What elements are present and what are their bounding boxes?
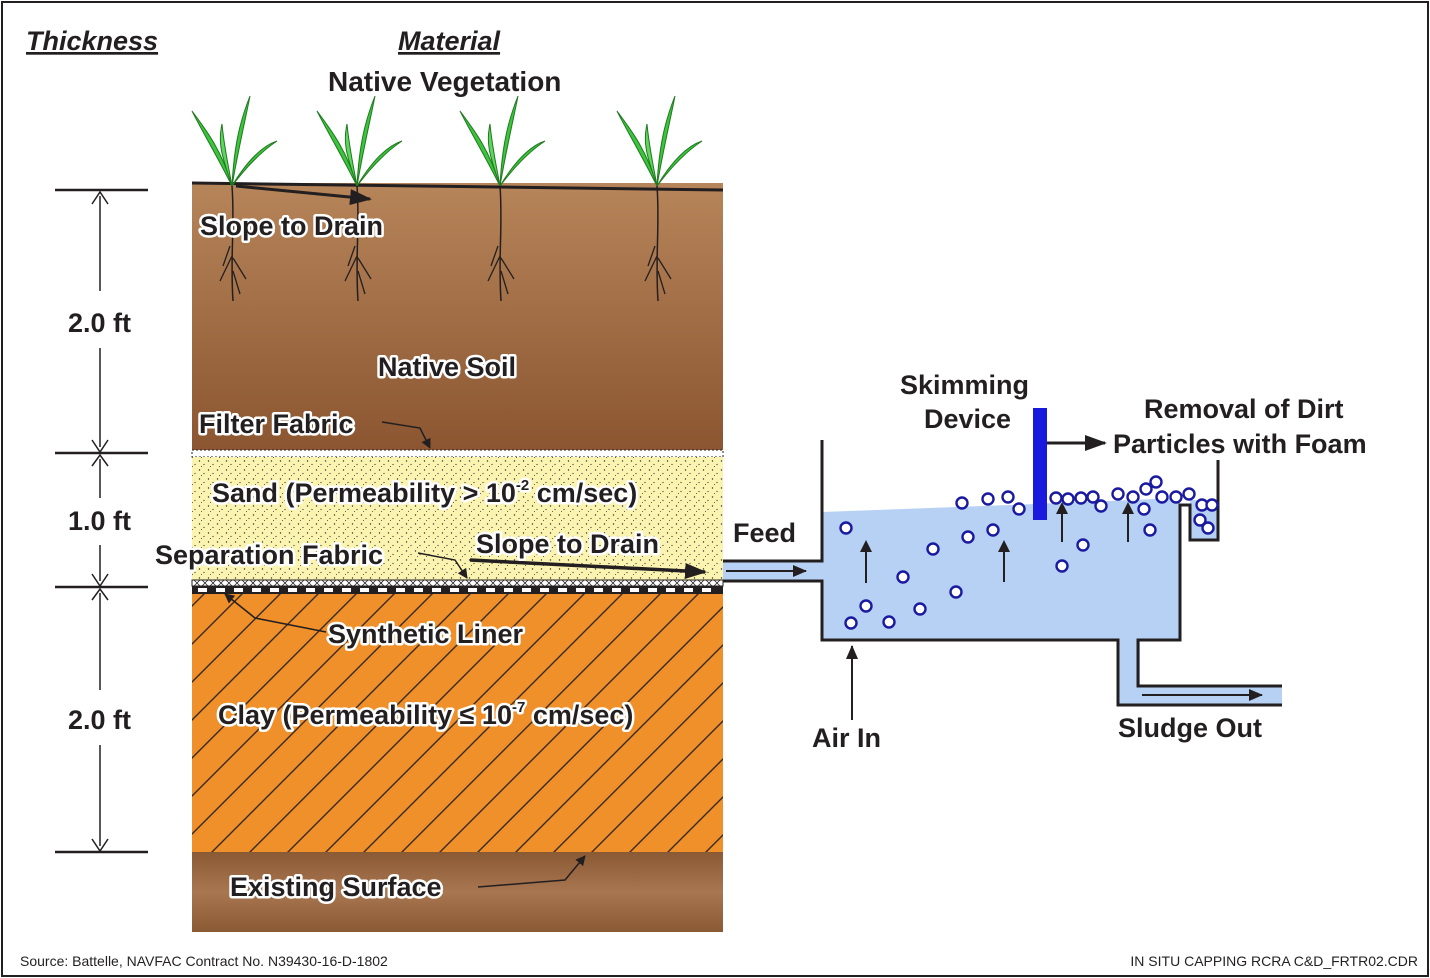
- existing-surface-leader: [477, 855, 586, 888]
- skimming-device-label-2: Device: [924, 404, 1011, 434]
- plant-2: [316, 95, 403, 302]
- slope-arrow-top: [235, 184, 372, 206]
- thickness-label-native-soil: 2.0 ft: [68, 308, 131, 338]
- sand-label: Sand (Permeability > 10-2 cm/sec): [212, 477, 637, 508]
- removal-label-2: Particles with Foam: [1113, 429, 1367, 459]
- slope-to-drain-mid-label: Slope to Drain: [476, 529, 659, 559]
- ground-surface-line: [191, 181, 724, 192]
- tank-walls: [723, 440, 1282, 707]
- removal-label-1: Removal of Dirt: [1144, 394, 1344, 424]
- feed-label: Feed: [733, 518, 796, 548]
- skimming-device: [1033, 408, 1047, 520]
- clay-label: Clay (Permeability ≤ 10-7 cm/sec): [218, 699, 633, 730]
- plant-3: [459, 95, 546, 302]
- tank-water-main: [822, 498, 1180, 640]
- plant-4: [616, 95, 703, 302]
- clay-layer: [192, 594, 723, 852]
- plant-1: [191, 95, 278, 302]
- slope-arrow-mid: [469, 558, 707, 579]
- slope-to-drain-top-label: Slope to Drain: [200, 211, 383, 241]
- file-footer: IN SITU CAPPING RCRA C&D_FRTR02.CDR: [1130, 953, 1418, 969]
- thickness-dimension-lines: [55, 188, 148, 854]
- native-soil-layer: [192, 183, 723, 453]
- native-vegetation-label: Native Vegetation: [328, 66, 561, 97]
- material-header: Material: [398, 26, 501, 56]
- thickness-label-clay: 2.0 ft: [68, 705, 131, 735]
- existing-surface-layer: [192, 852, 723, 932]
- source-footer: Source: Battelle, NAVFAC Contract No. N3…: [20, 953, 388, 969]
- filter-fabric-band: [191, 449, 724, 458]
- filter-fabric-label: Filter Fabric: [199, 409, 354, 439]
- sludge-out-label: Sludge Out: [1118, 713, 1262, 743]
- synthetic-liner-dashes: [193, 579, 721, 592]
- thickness-label-sand: 1.0 ft: [68, 506, 131, 536]
- thickness-header: Thickness: [26, 26, 158, 56]
- filter-fabric-leader: [381, 421, 431, 449]
- separation-fabric-label: Separation Fabric: [155, 540, 383, 570]
- synthetic-liner-label: Synthetic Liner: [328, 619, 524, 649]
- air-bubbles: [839, 475, 1219, 630]
- rise-arrows: [860, 502, 1134, 583]
- synthetic-liner-leader: [224, 593, 327, 633]
- separation-fabric-leader: [417, 552, 468, 579]
- native-soil-label: Native Soil: [378, 352, 516, 382]
- skimming-device-label-1: Skimming: [900, 370, 1029, 400]
- air-in-label: Air In: [812, 723, 881, 753]
- existing-surface-label: Existing Surface: [230, 872, 442, 902]
- vegetation-plants: [191, 95, 703, 302]
